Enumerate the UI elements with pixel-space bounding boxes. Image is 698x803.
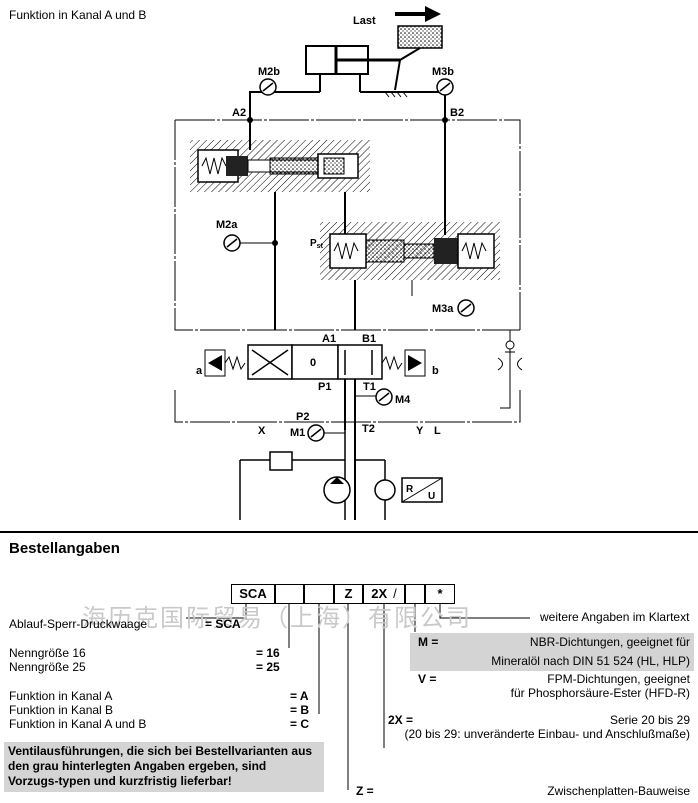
ng16-code: = 16 [256, 646, 280, 660]
x2-line1: Serie 20 bis 29 [609, 713, 690, 727]
y-label: Y [416, 425, 424, 437]
t1-label: T1 [363, 381, 376, 393]
gauge-m1-icon [307, 424, 345, 442]
hydraulic-circuit-diagram: Last M2b M3b A2 B2 [174, 6, 523, 520]
cylinder [305, 45, 421, 98]
code-box-2x: 2X/ [363, 584, 405, 604]
ng25-label: Nenngröße 25 [9, 660, 86, 674]
func-ab-label: Funktion in Kanal A und B [9, 717, 147, 731]
m-line2: Mineralöl nach DIN 51 524 (HL, HLP) [491, 654, 690, 668]
m-line1: NBR-Dichtungen, geeignet für [529, 635, 690, 649]
zero-label: 0 [310, 357, 316, 369]
m2b-label: M2b [258, 66, 280, 78]
ng16-label: Nenngröße 16 [9, 646, 86, 660]
code-box-z: Z [334, 584, 363, 604]
b2-label: B2 [450, 107, 464, 119]
p2-label: P2 [296, 411, 309, 423]
check-valve-icon [497, 340, 523, 371]
func-b-label: Funktion in Kanal B [9, 703, 114, 717]
m3b-label: M3b [432, 66, 454, 78]
m-option-box [410, 633, 694, 671]
v-line1: FPM-Dichtungen, geeignet [547, 672, 690, 686]
x2-key: 2X = [388, 713, 414, 727]
gauge-m4-icon [355, 388, 393, 406]
code-box-sca: SCA [231, 584, 275, 604]
ablauf-code: = SCA [205, 617, 241, 631]
m1-label: M1 [290, 427, 305, 439]
watermark: 海历克国际贸易（上海）有限公司 [82, 604, 472, 632]
preferred-types-note: Ventilausführungen, die sich bei Bestell… [4, 742, 324, 792]
valve-upper [190, 140, 370, 200]
sol-b-label: b [432, 365, 439, 377]
gauge-m3b-icon [436, 78, 454, 96]
pump-icon [323, 476, 351, 504]
m3a-label: M3a [432, 303, 454, 315]
a2-label: A2 [232, 107, 246, 119]
load-block: Last [353, 6, 443, 49]
z-key: Z = [356, 784, 374, 798]
m4-label: M4 [395, 394, 411, 406]
code-box-ng [275, 584, 304, 604]
caption: Funktion in Kanal A und B [9, 8, 147, 22]
last-label: Last [353, 15, 376, 27]
z-text: Zwischenplatten-Bauweise [547, 784, 690, 798]
ng25-code: = 25 [256, 660, 280, 674]
section-title: Bestellangaben [9, 540, 120, 557]
v-key: V = [418, 672, 437, 686]
transducer-icon: R U [401, 477, 443, 503]
filter-icon [374, 479, 396, 501]
func-ab-code: = C [290, 717, 310, 731]
svg-text:R: R [406, 484, 414, 495]
m2a-label: M2a [216, 219, 238, 231]
func-b-code: = B [290, 703, 310, 717]
pst-label: Pst [310, 238, 324, 250]
func-a-label: Funktion in Kanal A [9, 689, 113, 703]
sol-a-label: a [196, 365, 203, 377]
a1-label: A1 [322, 333, 336, 345]
l-label: L [434, 425, 441, 437]
load-arrow-icon [395, 6, 441, 22]
b1-label: B1 [362, 333, 376, 345]
weitere-label: weitere Angaben im Klartext [540, 610, 690, 624]
x2-line2: (20 bis 29: unveränderte Einbau- und Ans… [404, 727, 691, 741]
m-key: M = [418, 635, 439, 649]
p1-label: P1 [318, 381, 331, 393]
ablauf-label: Ablauf-Sperr-Druckwaage [9, 617, 148, 631]
gauge-m3a-icon [457, 299, 475, 317]
gauge-m2a-icon [223, 234, 275, 252]
valve-lower [320, 222, 500, 280]
x-label: X [258, 425, 266, 437]
code-box-star: * [425, 584, 455, 604]
func-a-code: = A [290, 689, 309, 703]
section-divider [0, 531, 698, 533]
relief-valve-icon [269, 451, 293, 471]
code-connector-lines [186, 604, 530, 790]
gauge-m2b-icon [250, 78, 277, 96]
svg-text:U: U [428, 491, 435, 502]
t2-label: T2 [362, 423, 375, 435]
v-line2: für Phosphorsäure-Ester (HFD-R) [510, 686, 690, 700]
directional-valve [204, 344, 426, 380]
code-box-seal [405, 584, 425, 604]
code-box-func [304, 584, 334, 604]
